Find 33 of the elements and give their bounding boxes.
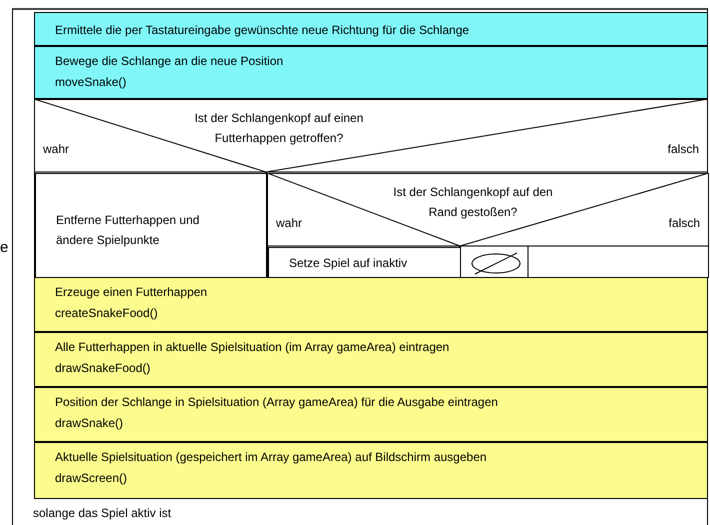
- branch-label: falsch: [668, 140, 699, 156]
- statement-text: Erzeuge einen Futterhappen: [55, 284, 208, 301]
- process-box: [34, 442, 708, 499]
- branch-label: wahr: [276, 214, 302, 230]
- process-box: [34, 12, 708, 46]
- function-call-text: drawSnakeFood(): [55, 360, 150, 377]
- process-box: [34, 277, 708, 332]
- statement-text: Setze Spiel auf inaktiv: [289, 255, 408, 271]
- branch-label: falsch: [668, 214, 700, 230]
- branch-label: wahr: [43, 140, 70, 156]
- statement-text: Aktuelle Spielsituation (gespeichert im Array gameArea) auf Bildschirm ausgeben: [55, 449, 487, 466]
- condition-text: Ist der Schlangenkopf auf einen Futterhappen getroffen?: [194, 110, 364, 147]
- decision-block: [267, 173, 709, 278]
- statement-text: Position der Schlange in Spielsituation (Array gameArea) für die Ausgabe eintragen: [55, 394, 498, 411]
- function-call-text: drawScreen(): [55, 470, 128, 487]
- decision-block: [34, 99, 708, 277]
- process-box: [268, 247, 461, 279]
- condition-text: Ist der Schlangenkopf auf den Rand gestoßen?: [393, 184, 553, 221]
- process-box: [35, 173, 267, 278]
- function-call-text: createSnakeFood(): [55, 305, 158, 322]
- function-call-text: drawSnake(): [55, 415, 124, 432]
- process-box: [34, 46, 708, 99]
- text-fragment: e: [0, 240, 8, 256]
- statement-text: Entferne Futterhappen und ändere Spielpunkte: [56, 212, 200, 249]
- statement-text: Bewege die Schlange an die neue Position: [55, 53, 284, 70]
- loop-block: [12, 8, 708, 525]
- function-call-text: moveSnake(): [55, 74, 126, 91]
- empty-statement-symbol: [469, 252, 523, 275]
- process-box: [34, 332, 708, 387]
- statement-text: Alle Futterhappen in aktuelle Spielsituation (im Array gameArea) eintragen: [55, 339, 450, 356]
- statement-text: Ermittele die per Tastatureingabe gewünschte neue Richtung für die Schlange: [55, 22, 470, 39]
- loop-condition-text: solange das Spiel aktiv ist: [33, 505, 172, 521]
- process-box: [34, 387, 708, 442]
